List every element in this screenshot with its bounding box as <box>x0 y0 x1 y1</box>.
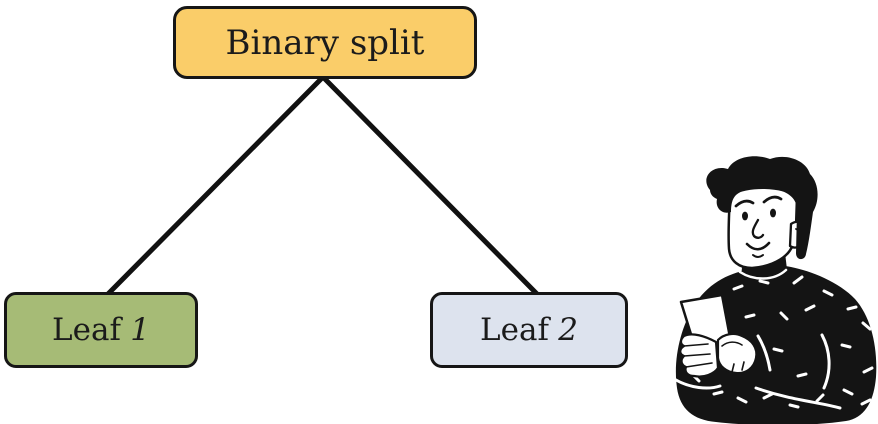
left-eyebrow <box>734 199 755 208</box>
node-leaf-1: Leaf 1 <box>4 292 198 368</box>
node-binary-split-label: Binary split <box>225 22 425 63</box>
node-leaf-1-number: 1 <box>130 312 150 348</box>
node-binary-split: Binary split <box>173 6 477 79</box>
person-reading-phone-illustration <box>674 156 877 424</box>
node-leaf-2-label: Leaf <box>480 312 549 348</box>
person-hair <box>706 156 818 260</box>
node-leaf-2: Leaf 2 <box>430 292 628 368</box>
node-leaf-2-number: 2 <box>558 312 578 348</box>
right-eyebrow <box>762 195 783 204</box>
right-hand <box>716 332 758 375</box>
right-eye <box>770 208 776 218</box>
left-hand <box>679 333 720 378</box>
left-eye <box>742 211 748 221</box>
nose <box>751 218 765 239</box>
edge-root-to-leaf1 <box>105 74 326 297</box>
edge-root-to-leaf2 <box>320 74 540 297</box>
sweater-fold-lines <box>674 268 842 410</box>
mouth-smile <box>745 241 771 251</box>
person-face-features <box>734 195 783 258</box>
node-leaf-1-label: Leaf <box>52 312 121 348</box>
lower-lip <box>752 254 764 258</box>
